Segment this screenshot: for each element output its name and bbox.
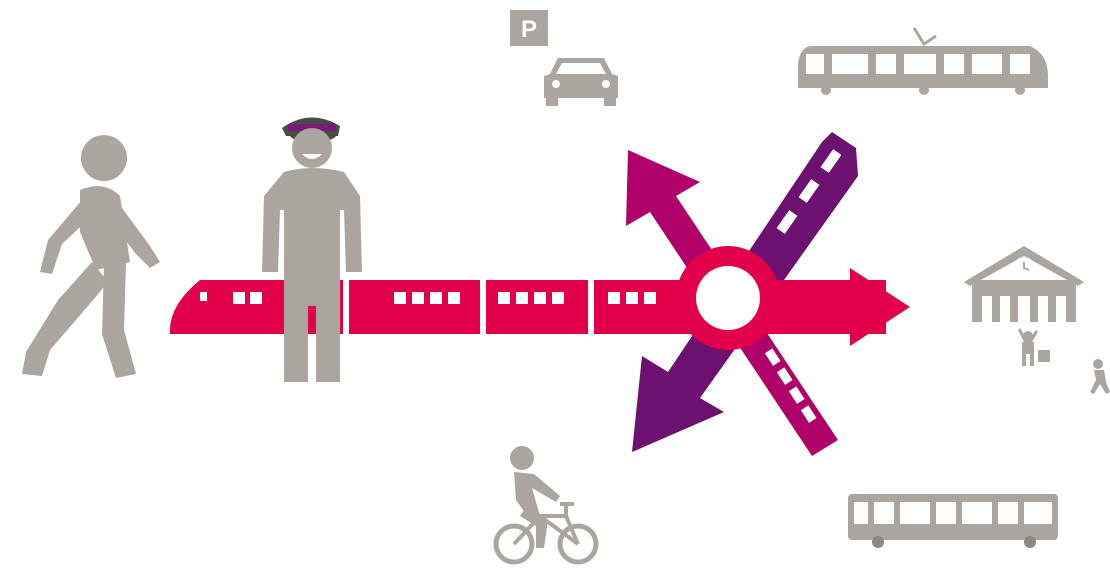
cyclist-icon xyxy=(496,446,596,562)
walking-person-icon xyxy=(22,135,160,378)
bus-icon xyxy=(848,494,1058,548)
traveler-with-luggage-icon xyxy=(1018,328,1050,366)
red-train-arrow xyxy=(170,246,910,350)
car-icon xyxy=(544,58,618,106)
train-conductor-icon xyxy=(262,117,362,382)
tram-icon xyxy=(798,28,1048,95)
train-station-icon xyxy=(964,246,1084,322)
parking-sign-icon: P xyxy=(510,10,548,46)
parking-sign-letter: P xyxy=(521,16,537,43)
pedestrian-icon xyxy=(1090,359,1110,394)
